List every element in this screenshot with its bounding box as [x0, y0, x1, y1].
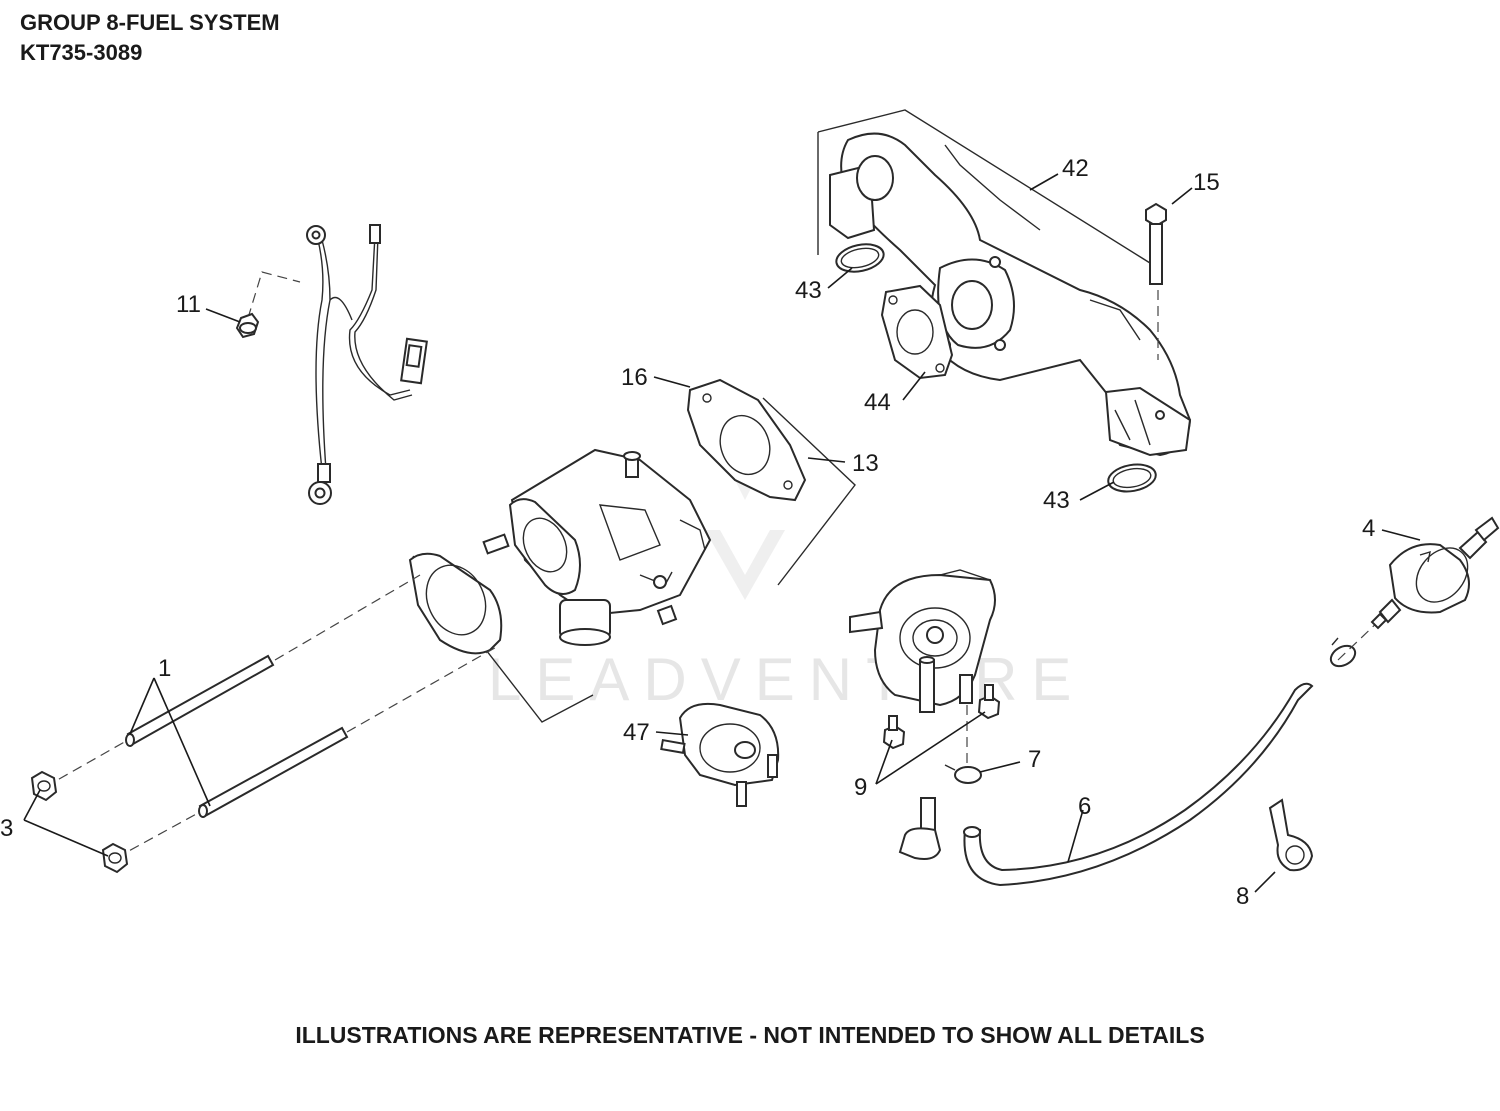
inline-fuel-filter [1370, 516, 1500, 630]
callout-42: 42 [1062, 155, 1089, 182]
callout-13: 13 [852, 450, 879, 477]
fuel-line-hose [963, 682, 1314, 887]
wire-harness [247, 224, 428, 505]
fuel-elbow-fitting [898, 797, 942, 860]
carburetor-kit-bracket [762, 397, 856, 586]
callout-3: 3 [0, 815, 13, 842]
callout-11: 11 [176, 291, 201, 318]
callout-9: 9 [854, 774, 867, 801]
carburetor-gasket [686, 378, 807, 502]
callout-15: 15 [1193, 169, 1220, 196]
flange-nut-upper [30, 770, 58, 802]
hose-clamp-small [944, 764, 982, 784]
manifold-gasket [880, 284, 954, 380]
leader-lines [23, 173, 1421, 893]
pump-screw-left [882, 715, 906, 750]
callout-4: 4 [1362, 515, 1375, 542]
callout-6: 6 [1078, 793, 1091, 820]
callout-7: 7 [1028, 746, 1041, 773]
hose-clamp-filter [1329, 637, 1357, 668]
fuel-pump [660, 702, 780, 807]
disclaimer-note: ILLUSTRATIONS ARE REPRESENTATIVE - NOT I… [295, 1022, 1205, 1048]
callout-1: 1 [158, 655, 171, 682]
harness-screw [235, 312, 260, 339]
manifold-bolt [1145, 202, 1167, 360]
carburetor-stud-lower [198, 726, 349, 818]
fuel-pulse-pump [849, 569, 996, 713]
callout-16: 16 [621, 364, 648, 391]
carburetor [408, 448, 712, 655]
o-ring-upper [835, 243, 885, 273]
o-ring-lower [1107, 463, 1157, 493]
diagram-header: GROUP 8-FUEL SYSTEM KT735-3089 [20, 8, 280, 68]
callout-43-lower: 43 [1043, 487, 1070, 514]
flow-arrow-icon [1419, 550, 1431, 563]
callout-44: 44 [864, 389, 891, 416]
model-number: KT735-3089 [20, 40, 143, 65]
flange-nut-lower [101, 842, 129, 874]
hose-retaining-clip [1268, 798, 1314, 872]
callout-8: 8 [1236, 883, 1249, 910]
callout-43-upper: 43 [795, 277, 822, 304]
page-title: GROUP 8-FUEL SYSTEM [20, 10, 280, 35]
carburetor-stud-upper [125, 654, 275, 747]
callout-47: 47 [623, 719, 650, 746]
